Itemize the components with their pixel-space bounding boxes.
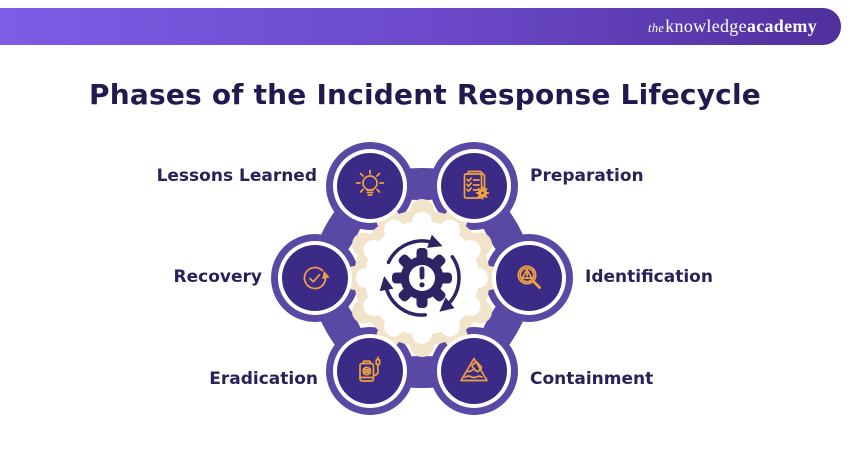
label-identification: Identification <box>585 267 713 287</box>
label-containment: Containment <box>530 369 654 389</box>
page-title: Phases of the Incident Response Lifecycl… <box>89 78 761 111</box>
checklist-gear-icon <box>463 170 490 200</box>
knowledge-academy-logo: theknowledgeacademy <box>648 16 817 37</box>
node-preparation <box>437 149 511 223</box>
label-preparation: Preparation <box>530 166 644 186</box>
label-eradication: Eradication <box>209 369 318 389</box>
node-identification <box>492 241 566 315</box>
magnifier-alert-icon <box>517 265 541 289</box>
lifecycle-diagram <box>271 142 573 415</box>
node-containment <box>437 334 511 408</box>
spill-warning-icon <box>460 357 488 382</box>
node-lessons-learned <box>333 149 407 223</box>
label-lessons-learned: Lessons Learned <box>156 166 317 186</box>
logo-academy: academy <box>746 16 817 36</box>
sprayer-bug-icon <box>359 356 381 382</box>
logo-knowledge: knowledge <box>665 16 747 36</box>
logo-the: the <box>648 21 665 35</box>
label-recovery: Recovery <box>173 267 262 287</box>
lightbulb-icon <box>355 169 385 196</box>
node-recovery <box>278 241 352 315</box>
gear-alert-cycle-icon <box>379 234 461 317</box>
header-bar: theknowledgeacademy <box>0 8 841 45</box>
circular-arrow-check-icon <box>303 266 330 290</box>
node-eradication <box>333 334 407 408</box>
